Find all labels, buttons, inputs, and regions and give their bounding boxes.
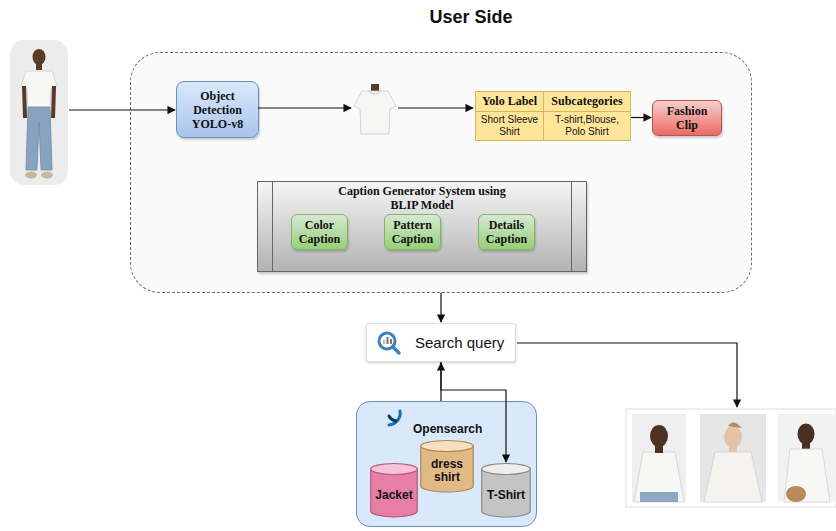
connector-arrow [631, 117, 651, 118]
flow-arrow [517, 343, 737, 407]
region-title: Opensearch [413, 422, 482, 436]
caption-box: Details Caption [478, 214, 535, 250]
box-label: Color Caption [295, 218, 344, 246]
model-box: Fashion Clip [652, 100, 722, 136]
table-cell: Yolo Label [476, 92, 544, 112]
box-label: Fashion Clip [656, 104, 718, 132]
system-region: User SideObject Detection YOLO-v8Yolo La… [130, 52, 752, 293]
connector-arrow [440, 363, 441, 401]
box-label: Object Detection YOLO-v8 [180, 89, 255, 131]
region-title: User Side [371, 7, 571, 28]
database-cylinder: Jacket [370, 463, 418, 517]
table-cell: T-shirt,Blouse, Polo Shirt [544, 112, 630, 140]
connector-arrow [440, 293, 441, 322]
label-table: Yolo Label SubcategoriesShort Sleeve Shir… [475, 91, 631, 141]
box-label: Pattern Caption [388, 218, 437, 246]
search-box: Search query [366, 323, 516, 362]
tshirt-crop [354, 84, 396, 134]
opensearch-logo [386, 409, 404, 427]
table-cell: Subcategories [544, 92, 630, 112]
table-cell: Short Sleeve Shirt [476, 112, 544, 140]
process-box: Object Detection YOLO-v8 [176, 81, 259, 138]
flow-arrow [258, 107, 351, 108]
cylinder-label: T-Shirt [487, 489, 525, 502]
table-text: T-shirt,Blouse, Polo Shirt [547, 114, 627, 138]
result-photos [626, 409, 836, 507]
flow-arrow [69, 109, 175, 110]
process-bar-line [272, 182, 273, 271]
caption-box: Pattern Caption [384, 214, 441, 250]
search-label: Search query [415, 334, 504, 352]
table-text: Short Sleeve Shirt [479, 114, 540, 138]
table-text: Subcategories [551, 94, 622, 109]
process-bar-line [571, 182, 572, 271]
box-title: Caption Generator System using BLIP Mode… [330, 184, 515, 212]
database-cylinder: T-Shirt [481, 463, 531, 517]
database-region: OpensearchJacket dress shirtT-Shirt [356, 401, 537, 527]
table-text: Yolo Label [482, 94, 537, 109]
cylinder-label: Jacket [375, 489, 412, 502]
connector-arrow [441, 362, 506, 462]
cylinder-label: dress shirt [422, 458, 472, 484]
caption-system-box: Caption Generator System using BLIP Mode… [257, 181, 587, 272]
flow-arrow [398, 107, 473, 108]
person-photo [10, 40, 68, 185]
caption-box: Color Caption [291, 214, 348, 250]
search-icon [376, 330, 402, 356]
database-cylinder: dress shirt [420, 440, 474, 492]
box-label: Details Caption [482, 218, 531, 246]
